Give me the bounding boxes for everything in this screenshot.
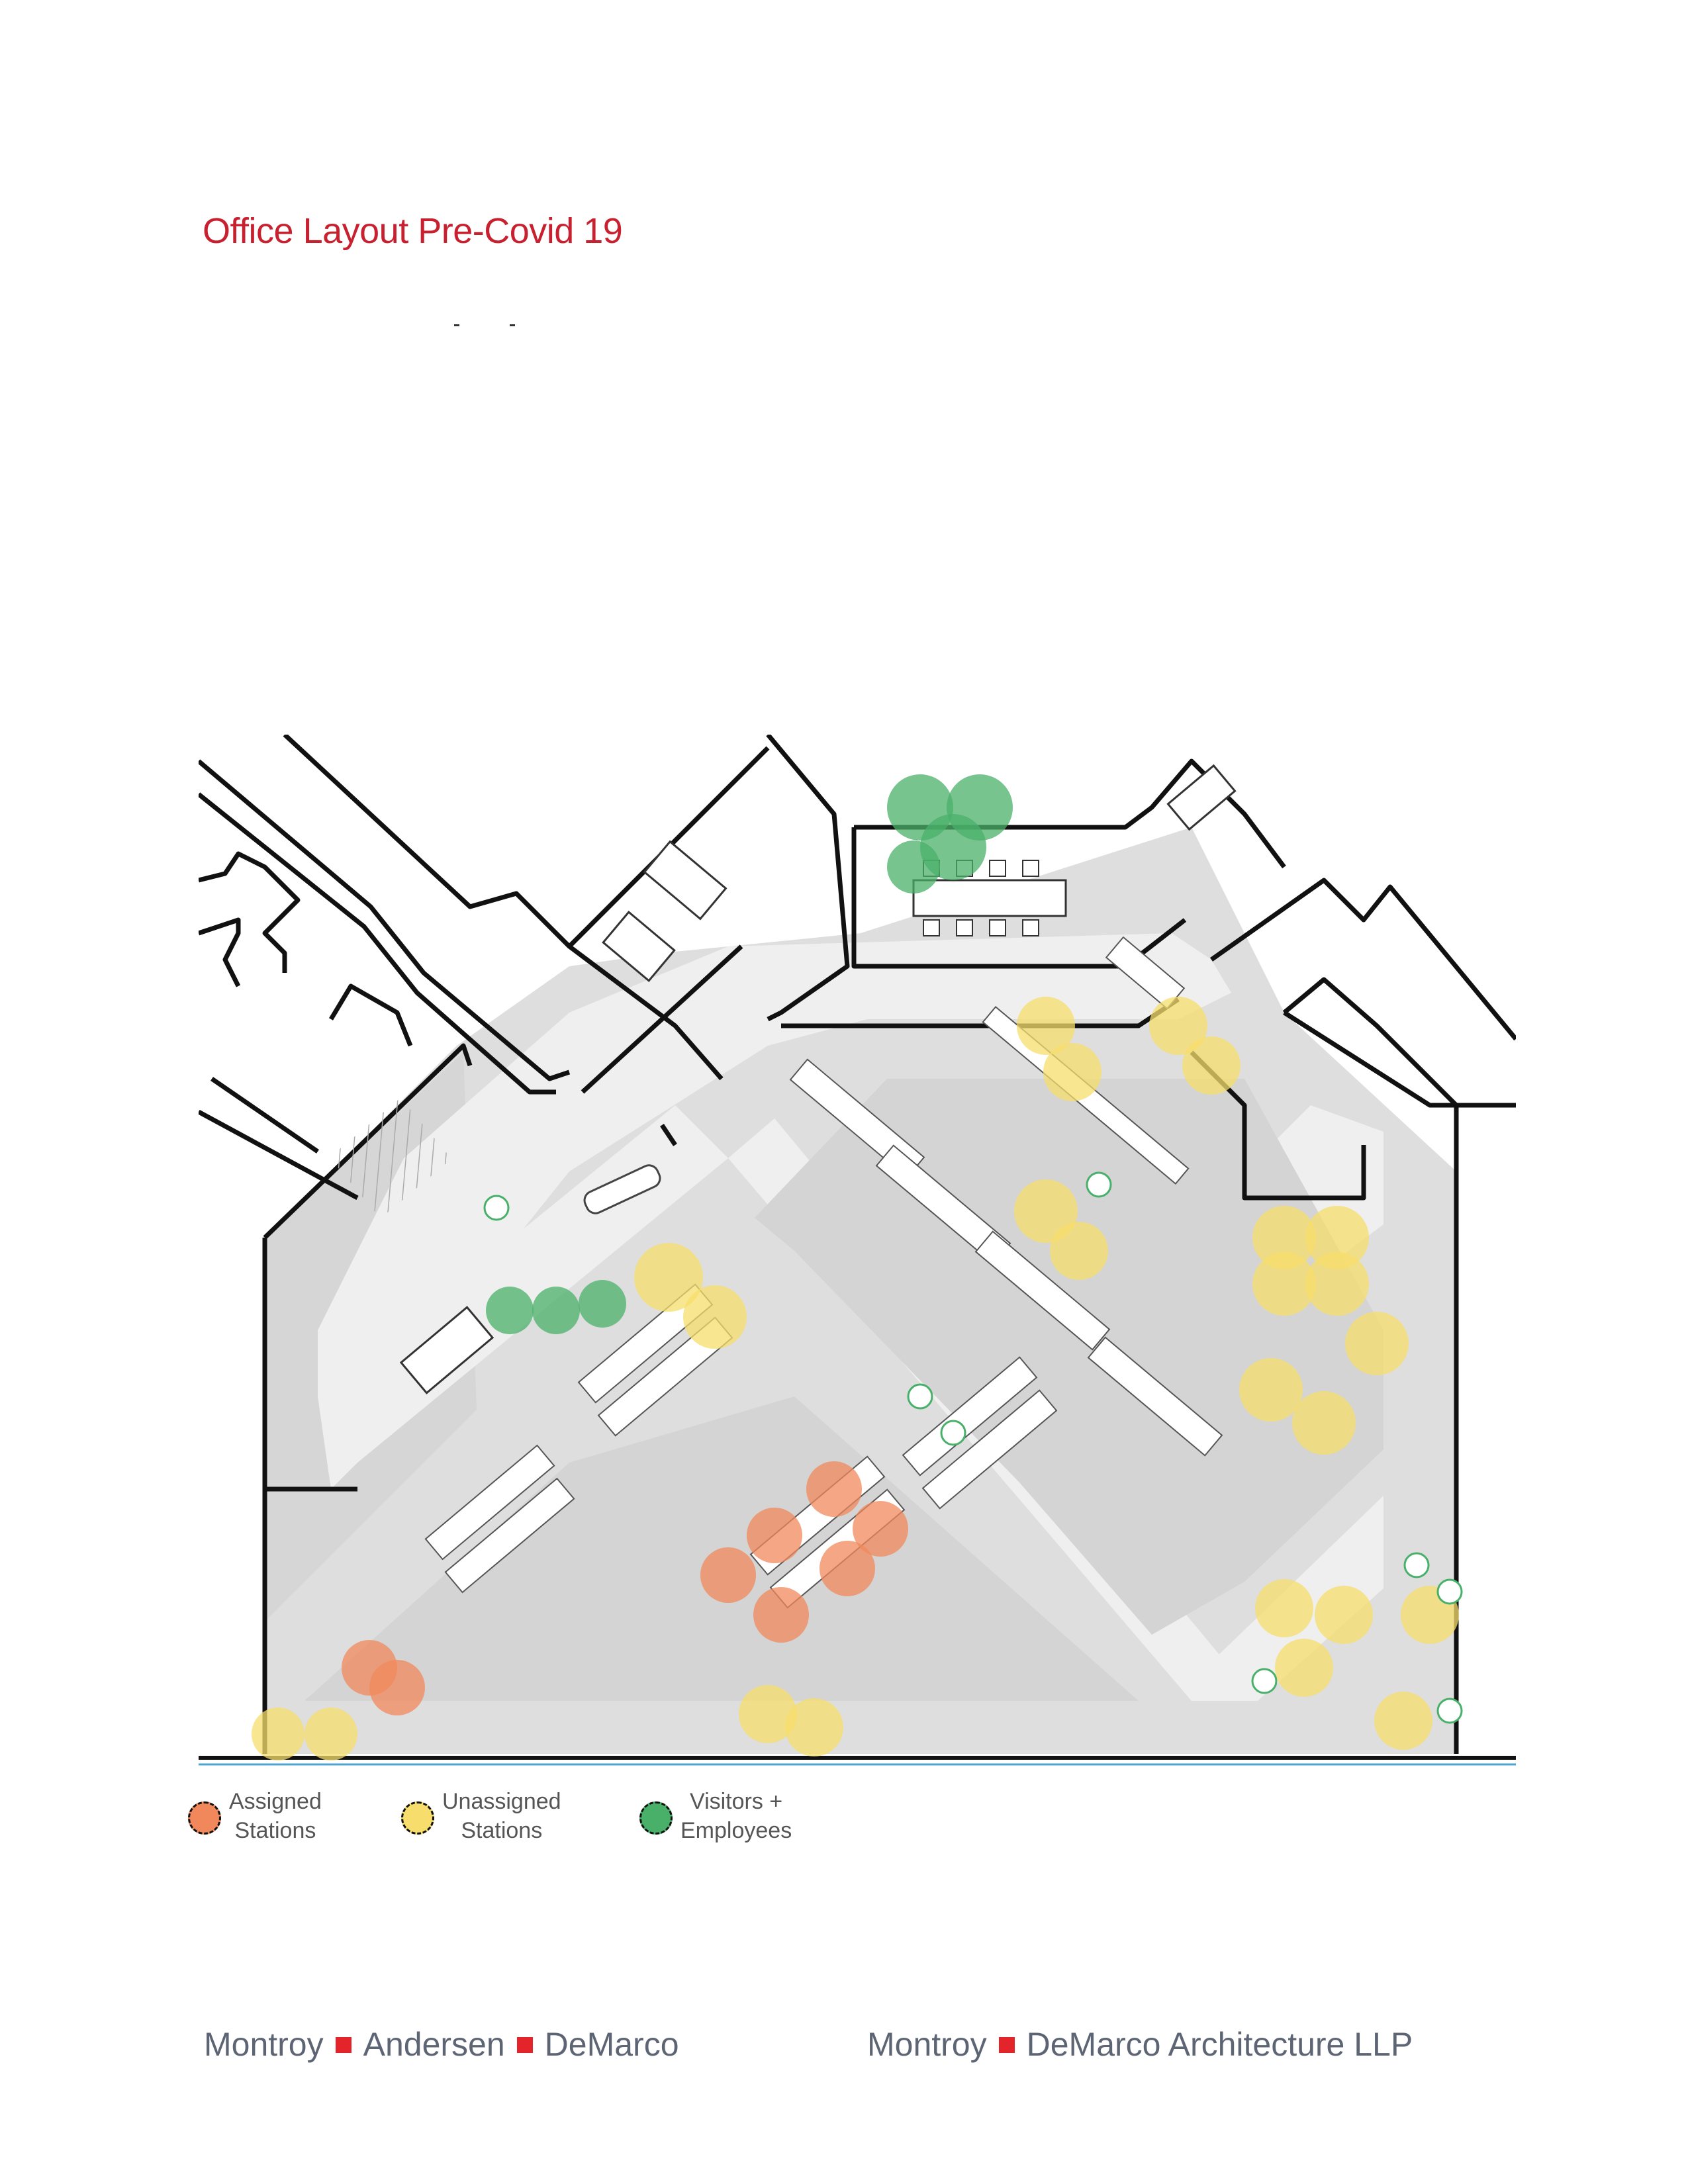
legend-swatch: [188, 1801, 221, 1835]
floor-plan: [199, 735, 1516, 1766]
legend-label: Assigned Stations: [229, 1787, 322, 1845]
logo-word: Montroy: [204, 2026, 324, 2063]
legend-line: Stations: [461, 1818, 543, 1843]
legend-label: Unassigned Stations: [442, 1787, 561, 1845]
reception-desk: [583, 1164, 661, 1214]
logo-word: DeMarco: [544, 2026, 679, 2063]
footer-logo-right: Montroy DeMarco Architecture LLP: [867, 2025, 1413, 2064]
legend-line: Employees: [680, 1818, 792, 1843]
legend-swatch: [639, 1801, 673, 1835]
legend-line: Visitors +: [690, 1789, 783, 1814]
stair: [329, 1098, 452, 1218]
visitor-stations: [486, 774, 1013, 1334]
conference-table: [912, 860, 1067, 936]
logo-word: DeMarco Architecture LLP: [1026, 2026, 1413, 2063]
unassigned-stations: [252, 997, 1459, 1760]
legend-label: Visitors + Employees: [680, 1787, 792, 1845]
footer-logo-left: Montroy Andersen DeMarco: [204, 2025, 679, 2064]
mark: [454, 324, 459, 326]
red-square-icon: [335, 2037, 352, 2053]
legend-swatch: [401, 1801, 434, 1835]
legend-line: Stations: [234, 1818, 316, 1843]
logo-word: Montroy: [867, 2026, 987, 2063]
assigned-stations: [342, 1461, 908, 1715]
legend-line: Assigned: [229, 1789, 322, 1814]
plants: [483, 1171, 1463, 1724]
red-square-icon: [516, 2037, 533, 2053]
window-wall: [199, 1756, 1516, 1766]
mark: [510, 324, 515, 326]
logo-word: Andersen: [363, 2026, 505, 2063]
page-title: Office Layout Pre-Covid 19: [203, 211, 623, 251]
legend-line: Unassigned: [442, 1789, 561, 1814]
meeting-table: [399, 764, 1237, 1394]
red-square-icon: [998, 2037, 1015, 2053]
